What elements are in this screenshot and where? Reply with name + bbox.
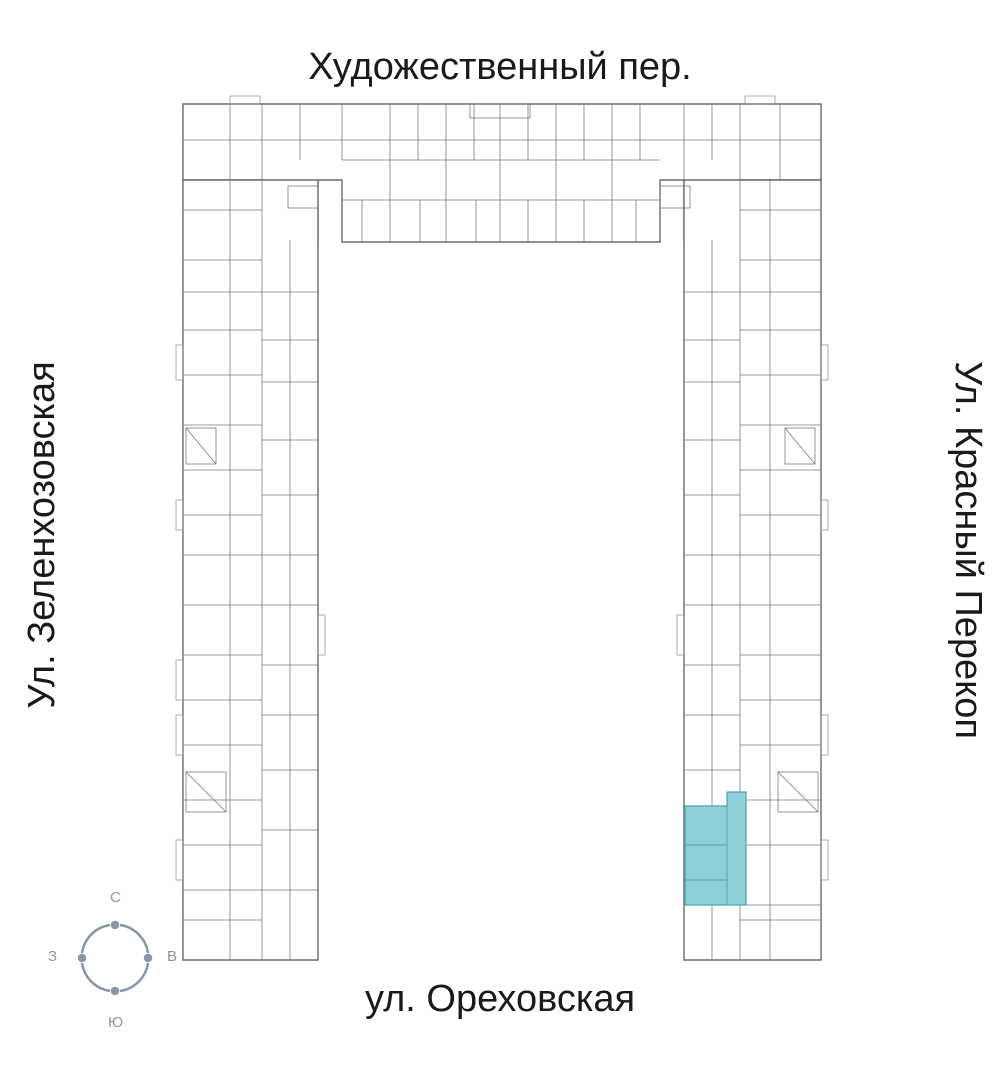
north-wing-rooms bbox=[183, 103, 821, 242]
compass-tick-west-icon bbox=[77, 953, 87, 963]
compass-west-label: З bbox=[48, 948, 58, 965]
street-label-north: Художественный пер. bbox=[308, 46, 692, 88]
compass-south-label: Ю bbox=[108, 1014, 124, 1031]
compass-tick-south-icon bbox=[110, 986, 120, 996]
compass-north-label: С bbox=[110, 889, 121, 906]
selected-apartment[interactable] bbox=[684, 791, 747, 906]
west-wing-rooms bbox=[183, 180, 318, 960]
compass bbox=[77, 920, 153, 996]
compass-tick-north-icon bbox=[110, 920, 120, 930]
street-label-south: ул. Ореховская bbox=[364, 978, 636, 1020]
compass-tick-east-icon bbox=[143, 953, 153, 963]
balconies bbox=[175, 95, 829, 881]
compass-east-label: В bbox=[167, 948, 178, 965]
